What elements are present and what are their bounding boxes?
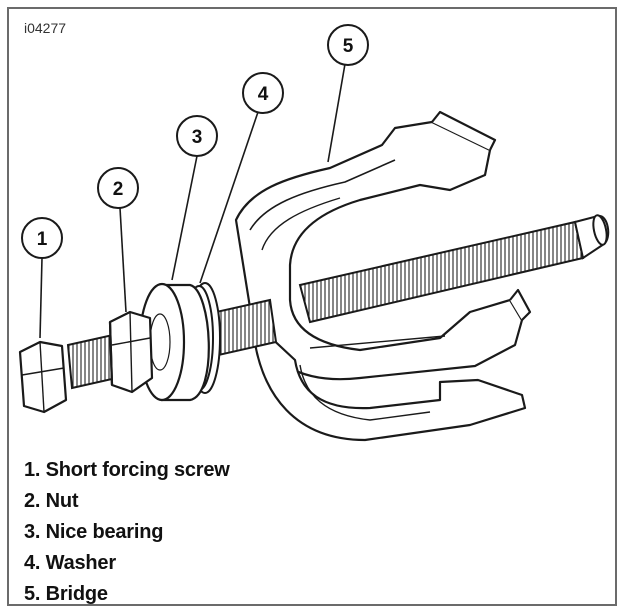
callout-2-number: 2 [113,179,124,200]
callout-3-number: 3 [192,127,203,148]
legend-item: 5. Bridge [24,583,108,605]
leader-lines [39,63,346,339]
legend-item: 2. Nut [24,490,79,512]
callout-1: 1 [21,217,63,259]
legend-item: 1. Short forcing screw [24,459,230,481]
callout-4: 4 [242,72,284,114]
parts-legend: 1. Short forcing screw 2. Nut 3. Nice be… [24,455,230,610]
nut [108,310,154,394]
figure-id: i04277 [24,20,67,36]
bridge [234,110,532,442]
legend-item: 3. Nice bearing [24,521,164,543]
callout-3: 3 [176,115,218,157]
callout-5: 5 [327,24,369,66]
screw-head [18,340,68,414]
callout-5-number: 5 [343,36,354,57]
callout-4-number: 4 [258,84,269,105]
callout-1-number: 1 [37,229,48,250]
callout-2: 2 [97,167,139,209]
legend-item: 4. Washer [24,552,116,574]
threaded-rod [298,214,610,324]
